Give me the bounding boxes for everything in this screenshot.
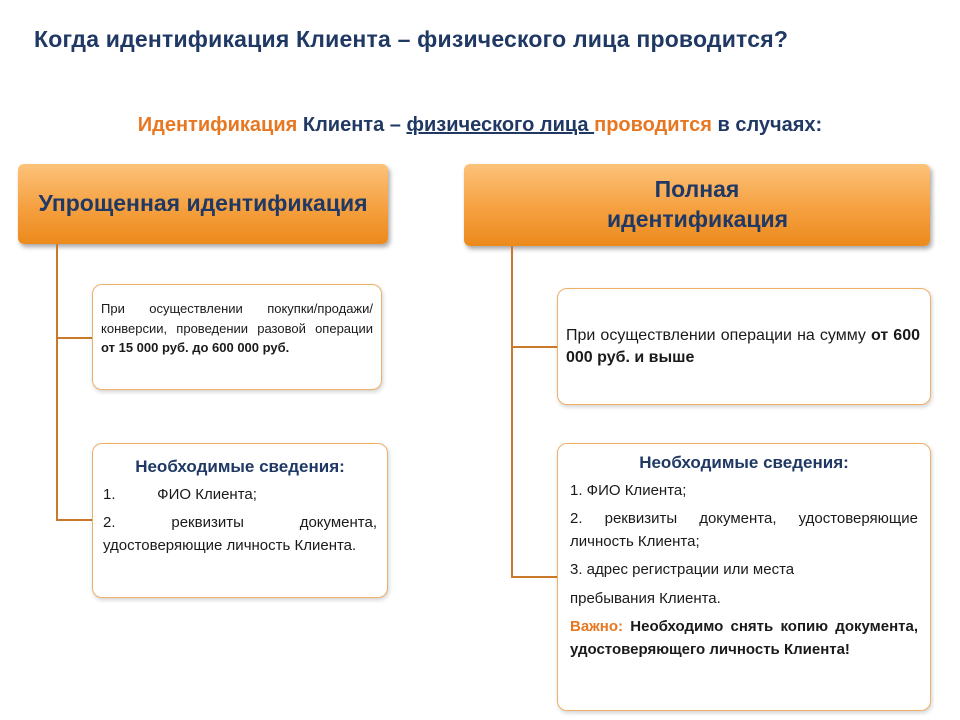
full-required-warning: Важно: Необходимо снять копию документа,… bbox=[570, 616, 918, 661]
simplified-condition-amount: от 15 000 руб. до 600 000 руб. bbox=[101, 340, 290, 355]
full-required-heading: Необходимые сведения: bbox=[639, 453, 849, 472]
subtitle-part5: в случаях: bbox=[711, 114, 823, 136]
subtitle-part3: физического лица bbox=[406, 114, 595, 136]
full-required-item-2: 2. реквизиты документа, удостоверяющие л… bbox=[570, 510, 918, 550]
full-required-info-card: Необходимые сведения: 1. ФИО Клиента; 2.… bbox=[557, 443, 931, 711]
subtitle: Идентификация Клиента – физического лица… bbox=[0, 114, 960, 137]
simplified-required-item-2: 2. реквизиты документа, удостоверяющие л… bbox=[103, 514, 377, 554]
left-connector-2 bbox=[56, 519, 92, 521]
full-required-item-4: пребывания Клиента. bbox=[570, 589, 721, 607]
subtitle-part4: проводится bbox=[594, 114, 712, 136]
left-connector-1 bbox=[56, 337, 92, 339]
simplified-condition-card: При осуществлении покупки/продажи/конвер… bbox=[92, 284, 382, 390]
left-connector-vertical bbox=[56, 244, 58, 520]
full-required-item-1: 1. ФИО Клиента; bbox=[570, 481, 687, 499]
full-condition-text: При осуществлении операции на сумму bbox=[566, 327, 871, 344]
simplified-condition-text: При осуществлении покупки/продажи/конвер… bbox=[101, 301, 373, 336]
simplified-identification-header: Упрощенная идентификация bbox=[18, 164, 388, 244]
right-connector-1 bbox=[511, 346, 557, 348]
full-identification-label: Полная идентификация bbox=[607, 176, 789, 232]
simplified-required-heading: Необходимые сведения: bbox=[135, 457, 345, 476]
simplified-identification-label: Упрощенная идентификация bbox=[38, 190, 368, 217]
simplified-required-info-card: Необходимые сведения: 1. ФИО Клиента; 2.… bbox=[92, 443, 388, 598]
right-connector-2 bbox=[511, 576, 557, 578]
simplified-required-item-1: 1. ФИО Клиента; bbox=[103, 485, 257, 503]
subtitle-part1: Идентификация bbox=[137, 114, 298, 136]
page-title: Когда идентификация Клиента – физическог… bbox=[34, 26, 789, 52]
warning-text: Необходимо снять копию документа, удосто… bbox=[570, 618, 918, 658]
warning-label: Важно: bbox=[570, 618, 624, 635]
full-condition-card: При осуществлении операции на сумму от 6… bbox=[557, 288, 931, 405]
right-connector-vertical bbox=[511, 246, 513, 577]
full-identification-header: Полная идентификация bbox=[464, 164, 930, 246]
subtitle-part2: Клиента – bbox=[297, 114, 407, 136]
full-required-item-3: 3. адрес регистрации или места bbox=[570, 561, 795, 578]
full-condition-amount: от 600 000 руб. и выше bbox=[566, 327, 920, 367]
